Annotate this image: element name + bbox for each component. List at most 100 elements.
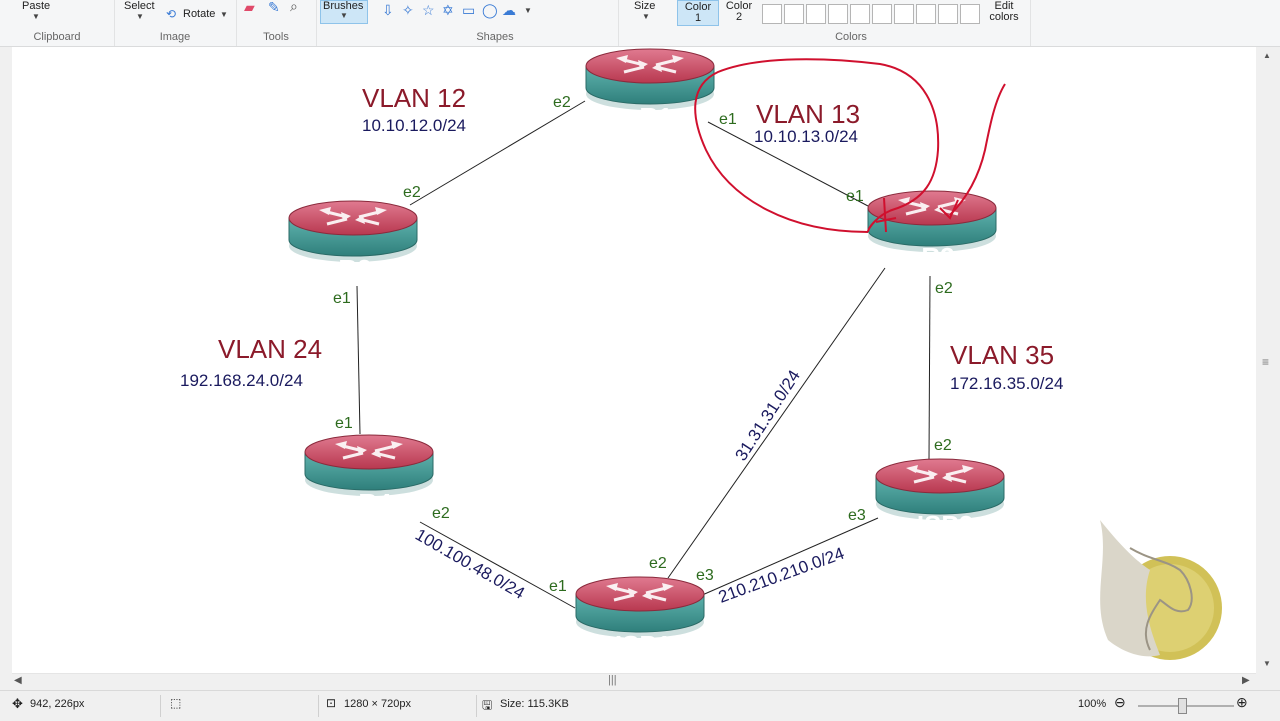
cursor-position: 942, 226px xyxy=(30,698,85,710)
vlan13-subnet: 10.10.13.0/24 xyxy=(754,127,858,146)
zoom-in-icon[interactable]: ⊕ xyxy=(1236,694,1248,710)
link-r4-isp1-subnet: 100.100.48.0/24 xyxy=(412,525,528,603)
edit-colors-button[interactable]: Edit colors xyxy=(984,0,1024,23)
router-r1-label: R1 xyxy=(639,102,672,132)
router-r4[interactable]: R4 xyxy=(303,433,435,518)
link-r4-isp1 xyxy=(419,521,576,609)
clipboard-group: Paste ▼ Clipboard xyxy=(0,0,115,46)
rotate-dropdown-icon[interactable]: ▼ xyxy=(220,10,228,19)
port-r3-e1: e1 xyxy=(846,188,864,205)
rotate-icon[interactable]: ⟲ xyxy=(166,7,177,21)
edit-colors-line2: colors xyxy=(989,11,1019,23)
annotation-tick xyxy=(875,197,897,233)
router-isp1-label: ISP1 xyxy=(615,630,671,660)
port-r3-e2: e2 xyxy=(935,280,953,297)
scroll-right-icon[interactable]: ▶ xyxy=(1242,675,1250,686)
vlan35-subnet: 172.16.35.0/24 xyxy=(950,374,1063,393)
clipboard-label: Clipboard xyxy=(33,31,81,43)
brushes-button[interactable]: Brushes ▼ xyxy=(320,0,368,24)
five-point-star-shape-icon[interactable]: ☆ xyxy=(422,2,435,18)
horizontal-scrollbar[interactable]: ◀ ||| ▶ xyxy=(12,673,1256,691)
color-swatch[interactable] xyxy=(762,4,782,24)
tools-group: ▰ ✎ ⌕ Tools xyxy=(236,0,317,46)
router-r1[interactable]: R1 xyxy=(584,47,716,132)
paint-canvas[interactable]: R1 R2 R3 R4 ISP1 ISP2 VLAN 12 10.10.12.0… xyxy=(12,47,1256,673)
router-r3-label: R3 xyxy=(921,242,954,272)
status-divider xyxy=(476,695,477,717)
port-r4-e1: e1 xyxy=(335,415,353,432)
port-r1-e1: e1 xyxy=(719,111,737,128)
router-r4-label: R4 xyxy=(358,488,392,518)
canvas-margin xyxy=(0,47,12,673)
scroll-down-icon[interactable]: ▼ xyxy=(1263,659,1271,668)
paste-dropdown-icon[interactable]: ▼ xyxy=(32,12,40,21)
paste-button[interactable]: Paste xyxy=(22,0,51,12)
color-swatch[interactable] xyxy=(894,4,914,24)
color-picker-icon[interactable]: ✎ xyxy=(268,0,280,15)
cloud-callout-shape-icon[interactable]: ☁ xyxy=(502,2,516,18)
color2-button[interactable]: Color 2 xyxy=(722,0,756,23)
port-isp2-e3: e3 xyxy=(848,507,866,524)
shapes-more-icon[interactable]: ▼ xyxy=(524,6,532,15)
oval-callout-shape-icon[interactable]: ◯ xyxy=(482,2,498,18)
rect-callout-shape-icon[interactable]: ▭ xyxy=(462,2,476,18)
port-isp1-e3: e3 xyxy=(696,567,714,584)
six-point-star-shape-icon[interactable]: ✡ xyxy=(442,2,454,18)
magnifier-icon[interactable]: ⌕ xyxy=(290,0,298,14)
scroll-left-icon[interactable]: ◀ xyxy=(14,675,22,686)
router-isp1[interactable]: ISP1 xyxy=(574,575,706,660)
status-divider xyxy=(160,695,161,717)
color-swatch[interactable] xyxy=(784,4,804,24)
scroll-up-icon[interactable]: ▲ xyxy=(1263,51,1271,60)
color-swatch[interactable] xyxy=(828,4,848,24)
brushes-dropdown-icon: ▼ xyxy=(340,11,348,20)
colors-label: Colors xyxy=(835,31,867,43)
canvas-size-icon: ⊡ xyxy=(326,696,337,710)
zoom-out-icon[interactable]: ⊖ xyxy=(1114,694,1126,710)
color-swatch[interactable] xyxy=(938,4,958,24)
vlan35-name: VLAN 35 xyxy=(950,340,1054,370)
color1-button[interactable]: Color 1 xyxy=(677,0,719,26)
port-r1-e2: e2 xyxy=(553,94,571,111)
zoom-slider-thumb[interactable] xyxy=(1178,698,1187,714)
port-r2-e1: e1 xyxy=(333,290,351,307)
pegasus-logo xyxy=(1100,520,1222,660)
color-swatch[interactable] xyxy=(872,4,892,24)
router-r3[interactable]: R3 xyxy=(866,189,998,272)
color-swatch[interactable] xyxy=(806,4,826,24)
status-divider xyxy=(318,695,319,717)
size-dropdown-icon[interactable]: ▼ xyxy=(642,12,650,21)
link-r3-isp2 xyxy=(928,275,931,461)
four-point-star-shape-icon[interactable]: ✧ xyxy=(402,2,414,18)
port-isp1-e2: e2 xyxy=(649,555,667,572)
selection-size-icon: ⬚ xyxy=(170,696,182,710)
link-isp1-isp2-subnet: 210.210.210.0/24 xyxy=(716,544,847,607)
down-arrow-shape-icon[interactable]: ⇩ xyxy=(382,2,394,18)
shapes-label: Shapes xyxy=(476,31,514,43)
router-isp2[interactable]: ISP2 xyxy=(874,457,1006,540)
image-label: Image xyxy=(159,31,191,43)
link-isp1-isp2 xyxy=(699,517,879,597)
link-r1-r3 xyxy=(707,121,869,207)
scroll-thumb-grip-icon[interactable]: ≡ xyxy=(1262,355,1270,369)
vlan12-name: VLAN 12 xyxy=(362,83,466,113)
vlan13-name: VLAN 13 xyxy=(756,99,860,129)
color-swatch[interactable] xyxy=(916,4,936,24)
tools-label: Tools xyxy=(263,31,289,43)
eraser-icon[interactable]: ▰ xyxy=(244,0,255,15)
rotate-button[interactable]: Rotate xyxy=(183,8,216,20)
shapes-group: ⇩ ✧ ☆ ✡ ▭ ◯ ☁ ▼ Shapes xyxy=(372,0,619,46)
canvas-dimensions: 1280 × 720px xyxy=(344,698,411,710)
router-r2[interactable]: R2 xyxy=(287,199,419,284)
color-swatch[interactable] xyxy=(850,4,870,24)
image-group: Select ▼ ⟲ Rotate ▼ Image xyxy=(114,0,237,46)
select-dropdown-icon[interactable]: ▼ xyxy=(136,12,144,21)
color-swatch[interactable] xyxy=(960,4,980,24)
link-r3-isp1 xyxy=(667,267,886,579)
link-r1-r2 xyxy=(409,100,586,206)
hscroll-thumb-grip-icon[interactable]: ||| xyxy=(608,674,617,686)
select-button[interactable]: Select xyxy=(124,0,155,12)
vertical-scrollbar[interactable]: ▲ ≡ ▼ xyxy=(1256,47,1280,673)
port-isp2-e2: e2 xyxy=(934,437,952,454)
size-button[interactable]: Size xyxy=(634,0,656,12)
